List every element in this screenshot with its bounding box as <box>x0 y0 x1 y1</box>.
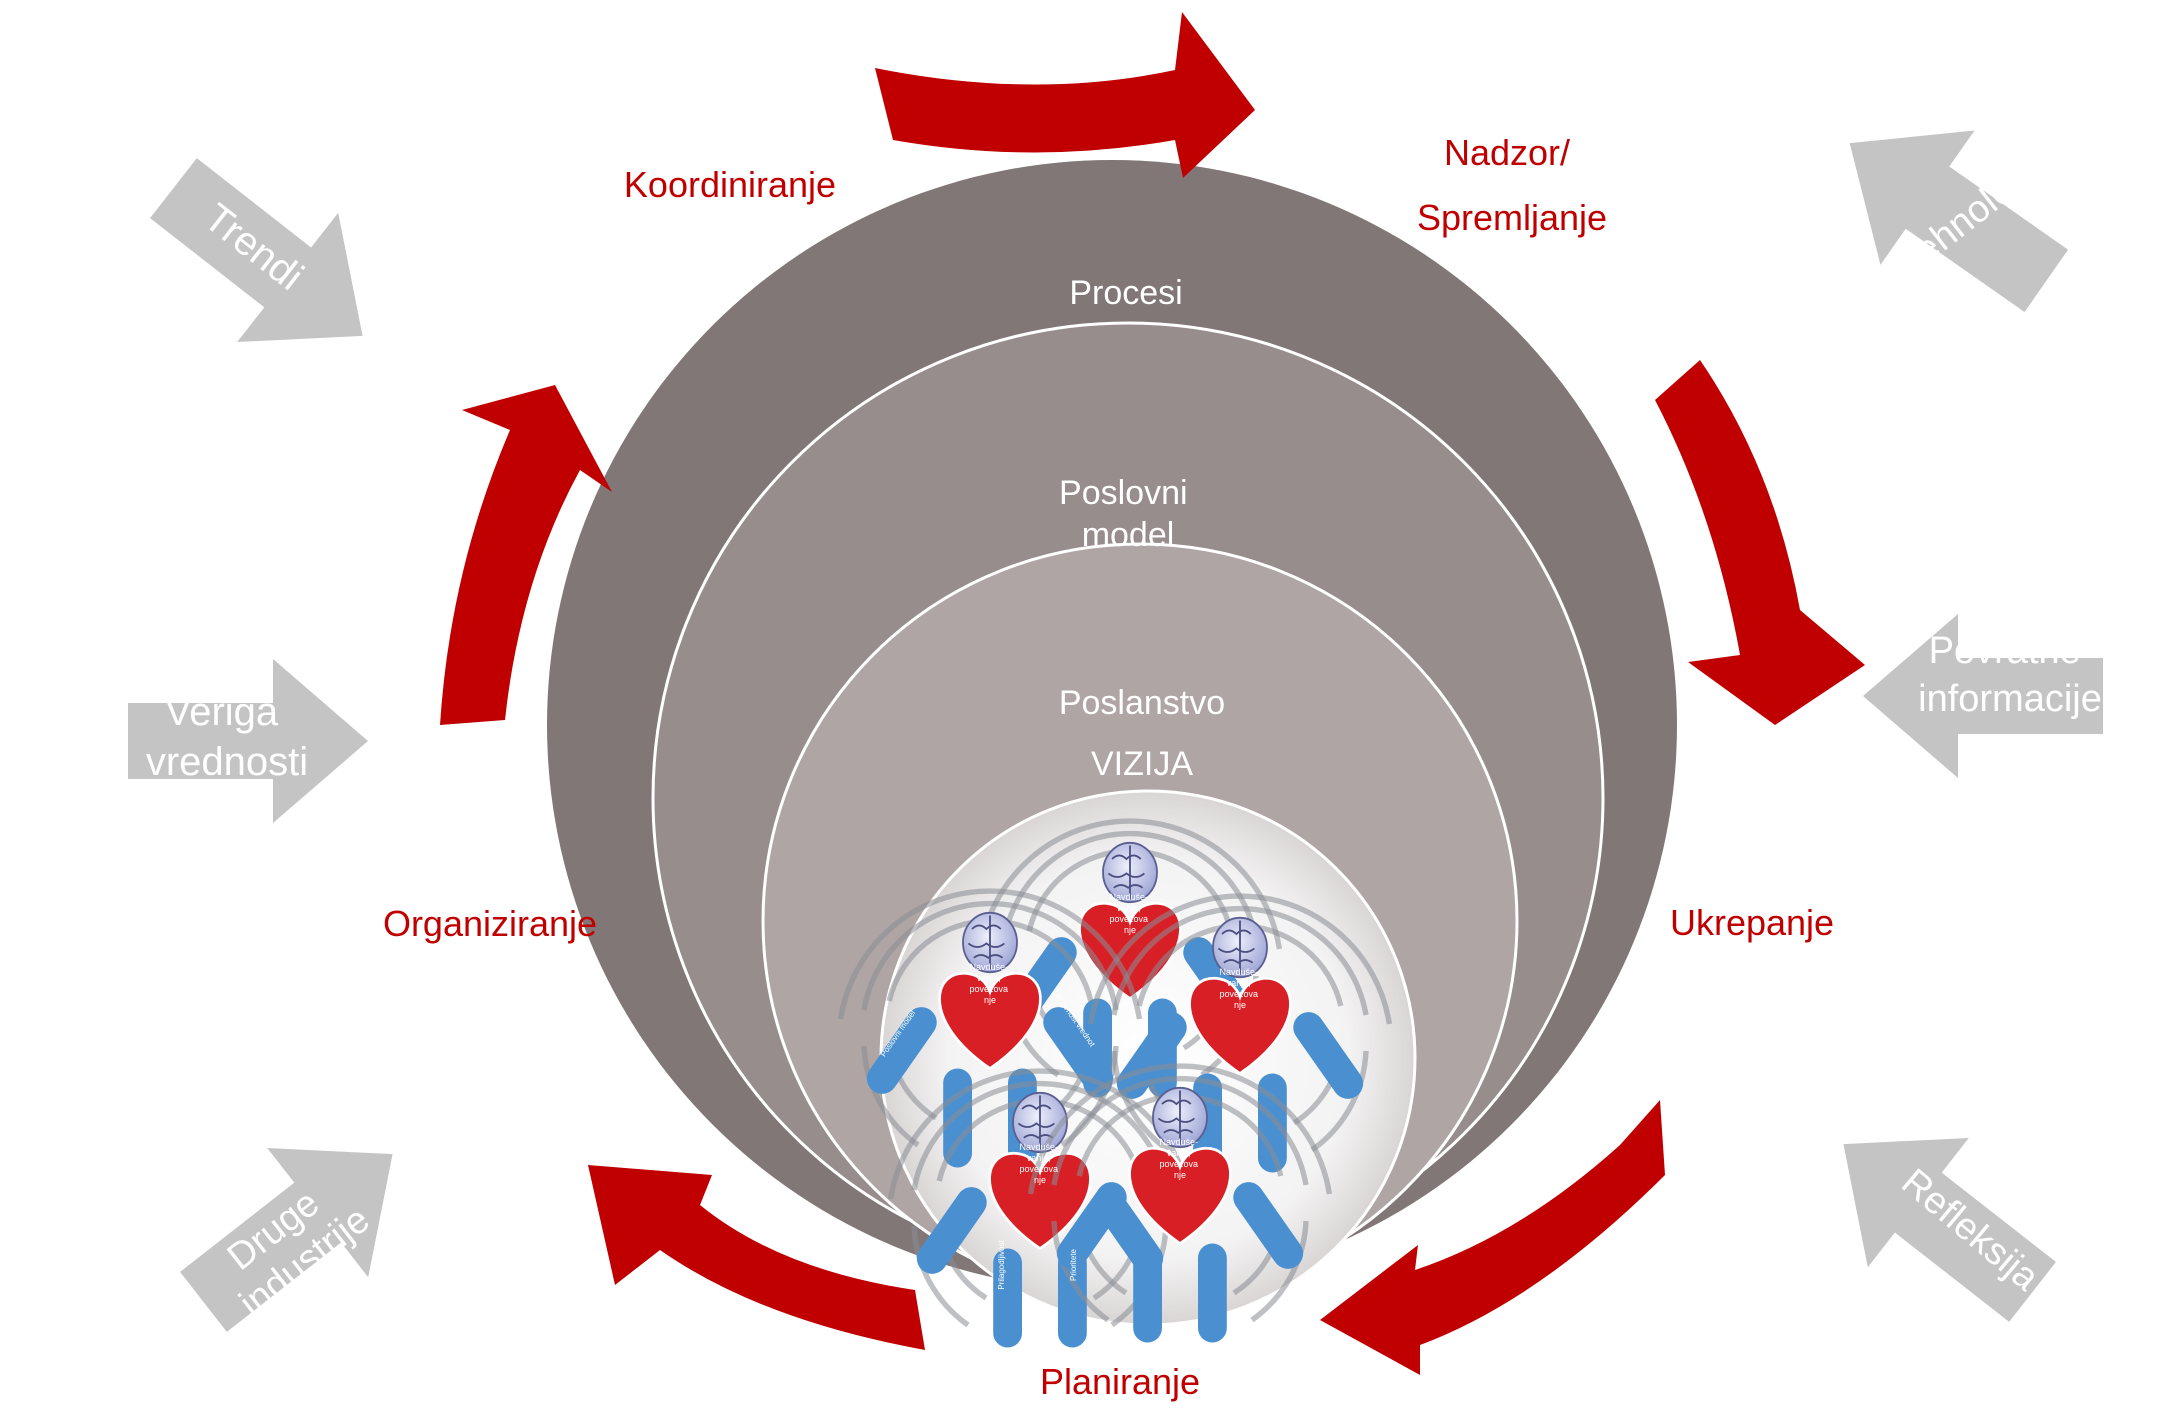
leg-text-right: Prioritete <box>1069 1248 1078 1281</box>
label-plan: Planiranje <box>1040 1361 1200 1402</box>
label-act: Ukrepanje <box>1670 902 1834 943</box>
cycle-arrow-bottom-left <box>588 1165 925 1350</box>
label-business-model: Poslovni model <box>1059 474 1197 554</box>
label-value-chain-line1: Veriga <box>165 690 279 734</box>
label-feedback-line1: Povratne <box>1929 630 2081 672</box>
heart-text: Navduše- vanje, povezova nje <box>1019 1142 1060 1185</box>
label-feedback-line2: informacije <box>1918 678 2102 720</box>
label-vision: VIZIJA <box>1091 745 1193 783</box>
heart-text: Navduše- vanje, povezova nje <box>1109 892 1150 935</box>
label-feedback: Povratne informacije <box>1918 630 2102 720</box>
label-business-model-line2: model <box>1082 516 1175 554</box>
label-processes: Procesi <box>1069 274 1182 312</box>
label-monitor-line2: Spremljanje <box>1417 197 1607 238</box>
label-monitor-line1: Nadzor/ <box>1444 132 1570 173</box>
label-coordinate: Koordiniranje <box>624 164 836 205</box>
label-mission: Poslanstvo <box>1059 684 1225 722</box>
heart-text: Navduše- vanje, povezova nje <box>1219 967 1260 1010</box>
label-business-model-line1: Poslovni <box>1059 474 1188 512</box>
cycle-arrow-left <box>440 385 612 725</box>
heart-text: Navduše- vanje, povezova nje <box>969 962 1010 1005</box>
heart-text: Navduše- vanje, povezova nje <box>1159 1137 1200 1180</box>
label-monitor: Nadzor/ Spremljanje <box>1417 132 1607 238</box>
cycle-arrow-top <box>875 12 1255 178</box>
label-value-chain-line2: vrednosti <box>146 740 308 784</box>
leg-text-left: Prilagodljivost <box>997 1240 1006 1290</box>
cycle-arrow-right-lower <box>1320 1100 1665 1375</box>
cycle-arrow-right-upper <box>1655 360 1865 725</box>
label-organize: Organiziranje <box>383 903 597 944</box>
label-value-chain: Veriga vrednosti <box>146 690 308 784</box>
